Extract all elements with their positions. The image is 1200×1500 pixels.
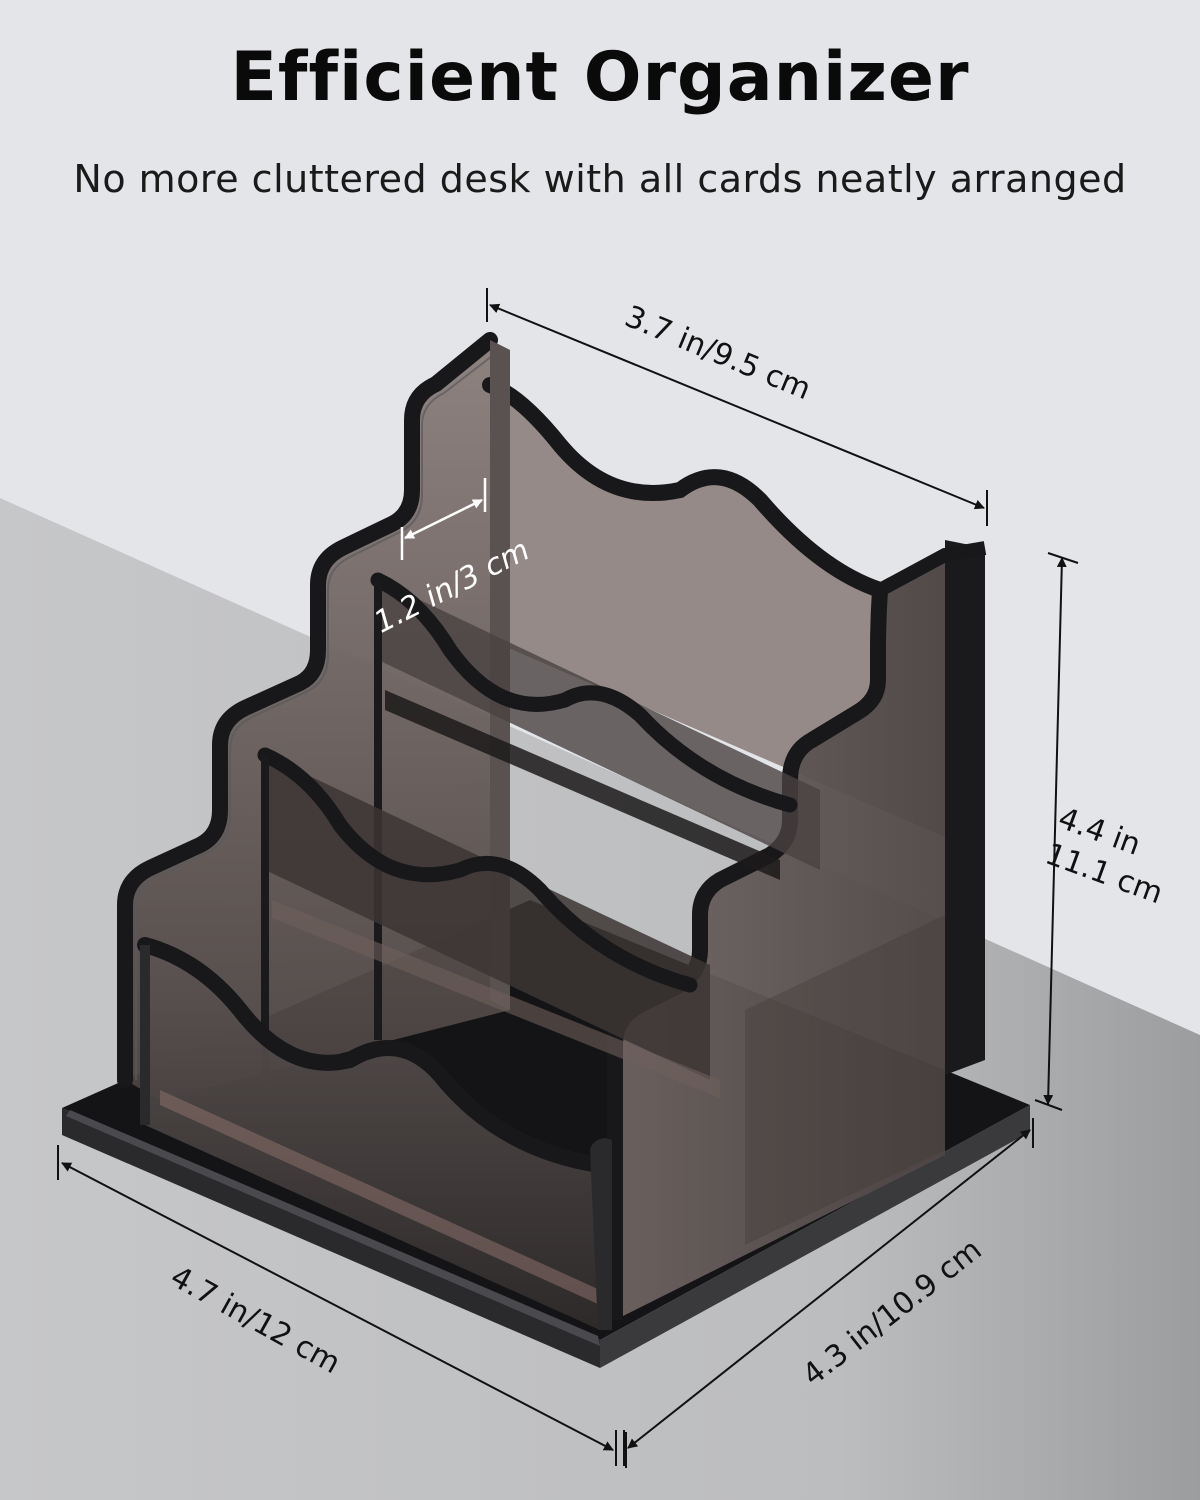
dimension-height [1034, 552, 1079, 1111]
dimension-depth-top [486, 288, 988, 526]
page-title: Efficient Organizer [230, 38, 970, 117]
dimension-base-depth [625, 1118, 1034, 1468]
tier-2-pocket [257, 747, 720, 1098]
tier-3-pocket [370, 572, 820, 1040]
dimension-tier-step [400, 478, 487, 560]
dimension-base-width [57, 1145, 625, 1466]
page-subtitle: No more cluttered desk with all cards ne… [73, 157, 1127, 201]
